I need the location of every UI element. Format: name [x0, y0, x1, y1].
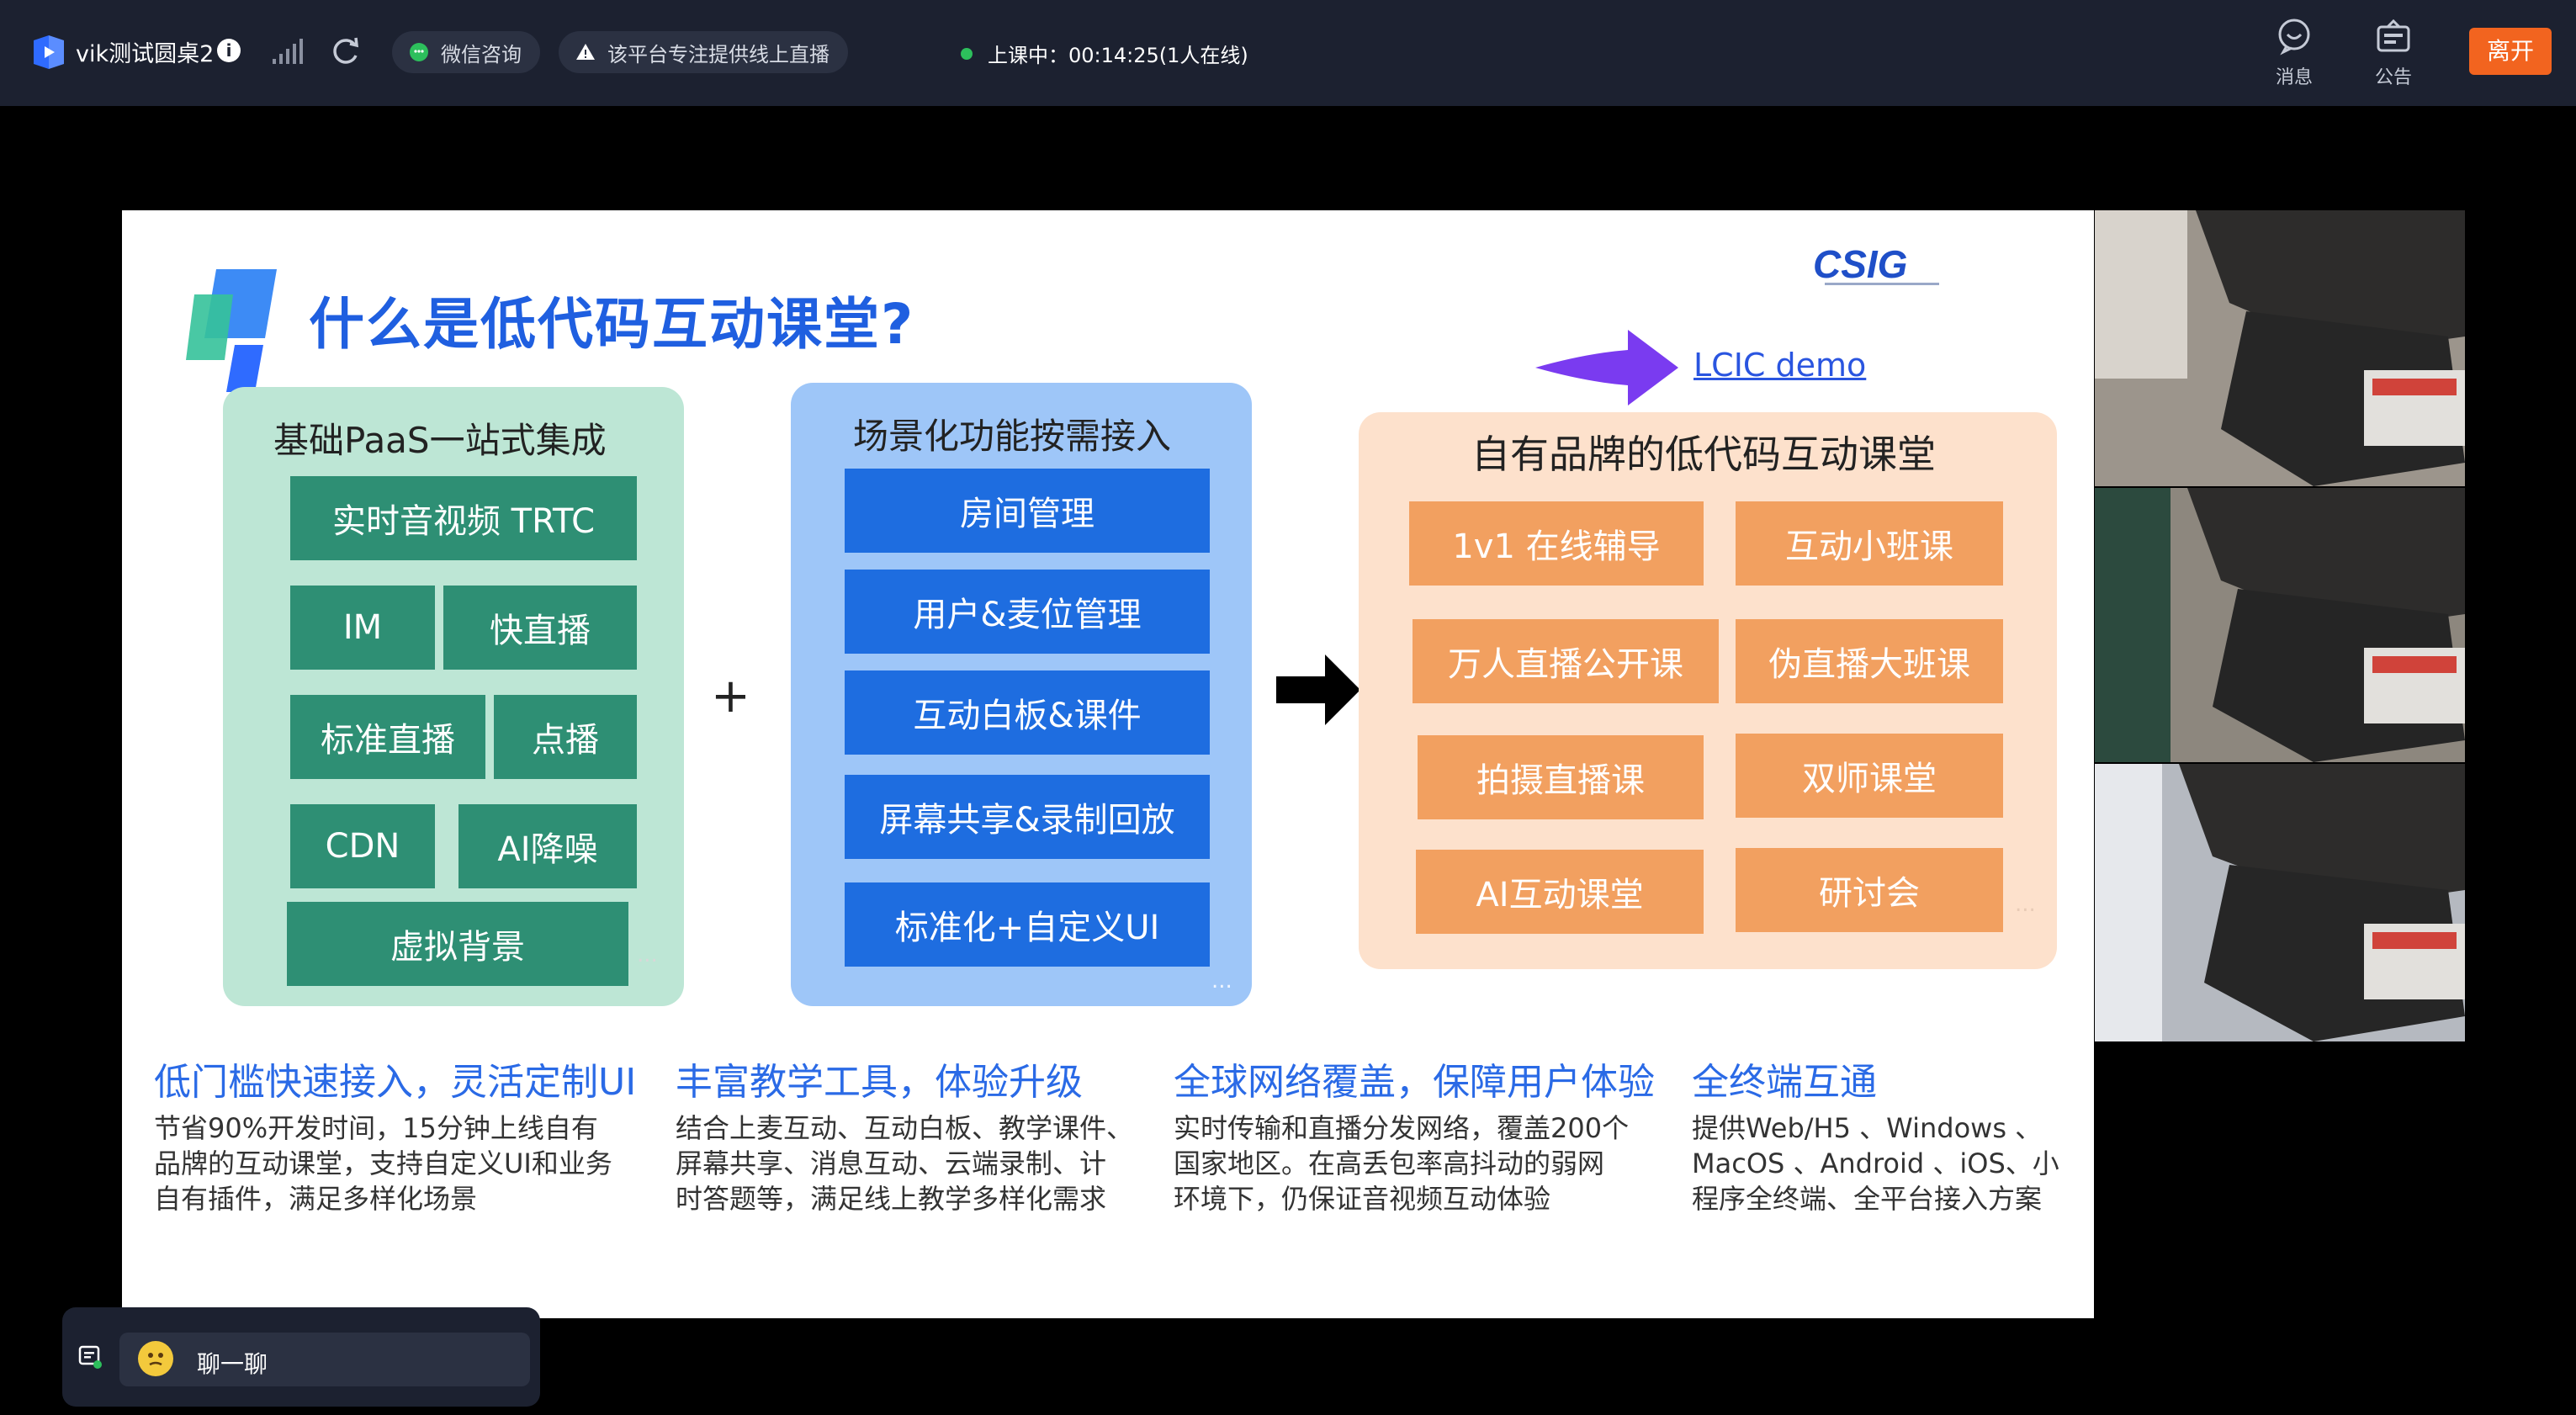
participant-video-image	[2095, 210, 2465, 486]
chat-toggle-icon[interactable]	[77, 1344, 103, 1370]
announcement-icon	[2377, 19, 2410, 52]
video-tile[interactable]	[2095, 488, 2465, 762]
scenario-panel-heading: 场景化功能按需接入	[853, 416, 1172, 457]
feature-box-standard-live: 标准直播	[290, 695, 485, 779]
wechat-consult-button[interactable]: 微信咨询	[392, 31, 540, 73]
room-title: vik测试圆桌2	[76, 41, 215, 67]
info-icon[interactable]: i	[217, 39, 241, 62]
feature-box-fast-live: 快直播	[443, 586, 637, 670]
video-tile[interactable]	[2095, 764, 2465, 1041]
desc-line: 节省90%开发时间，15分钟上线自有	[154, 1112, 598, 1144]
feature-box-trtc: 实时音视频 TRTC	[290, 476, 637, 560]
signal-strength-icon	[273, 39, 303, 64]
notice-text: 该平台专注提供线上直播	[607, 42, 830, 66]
top-bar: vik测试圆桌2 i 微信咨询 该平台专注提供线上直播 上课中：00:14:25…	[0, 0, 2576, 106]
leave-button[interactable]: 离开	[2469, 28, 2552, 75]
desc-line: 品牌的互动课堂，支持自定义UI和业务	[154, 1147, 612, 1179]
desc-line: 时答题等，满足线上教学多样化需求	[676, 1183, 1107, 1215]
scenario-box-camera-live: 拍摄直播课	[1418, 735, 1704, 819]
feature-box-virtual-bg: 虚拟背景	[287, 902, 628, 986]
scenario-box-open-class: 万人直播公开课	[1413, 619, 1719, 703]
paas-panel: 基础PaaS一站式集成 实时音视频 TRTC IM 快直播 标准直播 点播 CD…	[223, 387, 684, 1006]
participant-video-image	[2095, 764, 2465, 1041]
feature-title-low-code: 低门槛快速接入，灵活定制UI	[154, 1061, 637, 1104]
desc-line: 提供Web/H5 、Windows 、	[1692, 1112, 2043, 1144]
title-decoration-icon	[186, 269, 277, 392]
message-icon	[2278, 19, 2310, 56]
app-logo-icon	[34, 35, 64, 69]
wechat-icon	[410, 43, 428, 61]
feature-title-global-network: 全球网络覆盖，保障用户体验	[1174, 1061, 1655, 1104]
plus-sign: +	[711, 669, 750, 723]
desc-line: 程序全终端、全平台接入方案	[1692, 1183, 2043, 1215]
message-label: 消息	[2275, 67, 2313, 88]
desc-line: 结合上麦互动、互动白板、教学课件、	[676, 1112, 1134, 1144]
lcic-demo-link[interactable]: LCIC demo	[1693, 347, 1867, 384]
scenario-box-pseudo-live: 伪直播大班课	[1736, 619, 2003, 703]
feature-desc-all-terminals: 提供Web/H5 、Windows 、 MacOS 、Android 、iOS、…	[1692, 1110, 2087, 1216]
feature-box-cdn: CDN	[290, 804, 435, 888]
class-status: 上课中：00:14:25(1人在线)	[961, 39, 1248, 68]
scenario-panel: 场景化功能按需接入 房间管理 用户&麦位管理 互动白板&课件 屏幕共享&录制回放…	[791, 383, 1252, 1006]
feature-box-custom-ui: 标准化+自定义UI	[845, 882, 1210, 967]
svg-text:CSIG: CSIG	[1813, 242, 1907, 286]
desc-line: MacOS 、Android 、iOS、小	[1692, 1147, 2059, 1179]
scenario-box-small-class: 互动小班课	[1736, 501, 2003, 586]
desc-line: 自有插件，满足多样化场景	[154, 1183, 478, 1215]
more-indicator: ...	[637, 942, 658, 967]
shared-slide: 什么是低代码互动课堂? CSIG LCIC demo 基础PaaS一站式集成 实…	[122, 210, 2094, 1318]
feature-box-ai-denoise: AI降噪	[458, 804, 637, 888]
scenario-box-1v1: 1v1 在线辅导	[1409, 501, 1704, 586]
desc-line: 环境下，仍保证音视频互动体验	[1174, 1183, 1551, 1215]
notice-banner[interactable]: 该平台专注提供线上直播	[559, 31, 848, 73]
more-indicator: ...	[2015, 892, 2036, 917]
brand-classroom-panel: 自有品牌的低代码互动课堂 1v1 在线辅导 互动小班课 万人直播公开课 伪直播大…	[1359, 412, 2057, 969]
paas-panel-heading: 基础PaaS一站式集成	[273, 420, 607, 461]
desc-line: 实时传输和直播分发网络，覆盖200个	[1174, 1112, 1630, 1144]
purple-arrow-icon	[1535, 330, 1678, 405]
feature-title-all-terminals: 全终端互通	[1692, 1061, 1877, 1104]
more-indicator: ...	[1211, 968, 1232, 994]
video-tile[interactable]	[2095, 210, 2465, 486]
participant-video-image	[2095, 488, 2465, 762]
feature-desc-teaching-tools: 结合上麦互动、互动白板、教学课件、 屏幕共享、消息互动、云端录制、计 时答题等，…	[676, 1110, 1180, 1216]
message-button[interactable]: 消息	[2256, 17, 2332, 89]
scenario-box-dual-teacher: 双师课堂	[1736, 734, 2003, 818]
scenario-box-seminar: 研讨会	[1736, 848, 2003, 932]
warning-icon	[576, 44, 595, 60]
feature-desc-global-network: 实时传输和直播分发网络，覆盖200个 国家地区。在高丢包率高抖动的弱网 环境下，…	[1174, 1110, 1678, 1216]
desc-line: 屏幕共享、消息互动、云端录制、计	[676, 1147, 1107, 1179]
refresh-icon[interactable]	[328, 34, 362, 67]
feature-box-room: 房间管理	[845, 469, 1210, 553]
right-arrow-icon	[1276, 655, 1360, 725]
class-status-text: 上课中：00:14:25(1人在线)	[988, 44, 1248, 67]
feature-box-user-mic: 用户&麦位管理	[845, 570, 1210, 654]
csig-logo-icon: CSIG	[1813, 242, 1939, 286]
wechat-consult-label: 微信咨询	[441, 42, 522, 66]
scenario-box-ai-classroom: AI互动课堂	[1416, 850, 1704, 934]
emoji-icon[interactable]	[138, 1341, 173, 1376]
live-status-dot	[961, 47, 973, 60]
chat-input[interactable]	[119, 1333, 530, 1386]
feature-box-vod: 点播	[494, 695, 637, 779]
feature-box-screen-share: 屏幕共享&录制回放	[845, 775, 1210, 859]
chat-placeholder: 聊一聊	[197, 1350, 268, 1378]
slide-title: 什么是低代码互动课堂?	[309, 292, 915, 357]
brand-panel-heading: 自有品牌的低代码互动课堂	[1471, 432, 1936, 477]
chat-bar: 聊一聊	[62, 1307, 540, 1407]
feature-desc-low-code: 节省90%开发时间，15分钟上线自有 品牌的互动课堂，支持自定义UI和业务 自有…	[154, 1110, 659, 1216]
desc-line: 国家地区。在高丢包率高抖动的弱网	[1174, 1147, 1605, 1179]
announcement-label: 公告	[2374, 67, 2412, 88]
feature-title-teaching-tools: 丰富教学工具，体验升级	[676, 1061, 1083, 1104]
announcement-button[interactable]: 公告	[2356, 17, 2431, 89]
feature-box-whiteboard: 互动白板&课件	[845, 670, 1210, 755]
feature-box-im: IM	[290, 586, 435, 670]
